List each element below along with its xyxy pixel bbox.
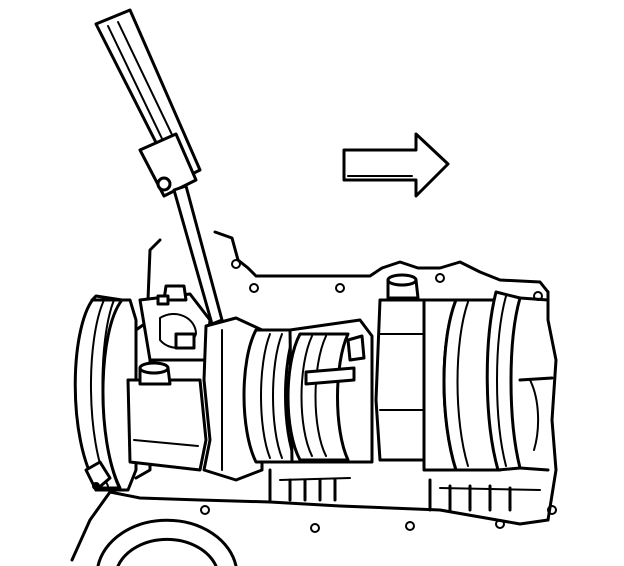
pry-bar-tool [94,8,224,326]
crankshaft [202,290,554,482]
harmonic-balancer [73,294,152,492]
direction-arrow [342,132,450,198]
engine-block [70,230,558,566]
